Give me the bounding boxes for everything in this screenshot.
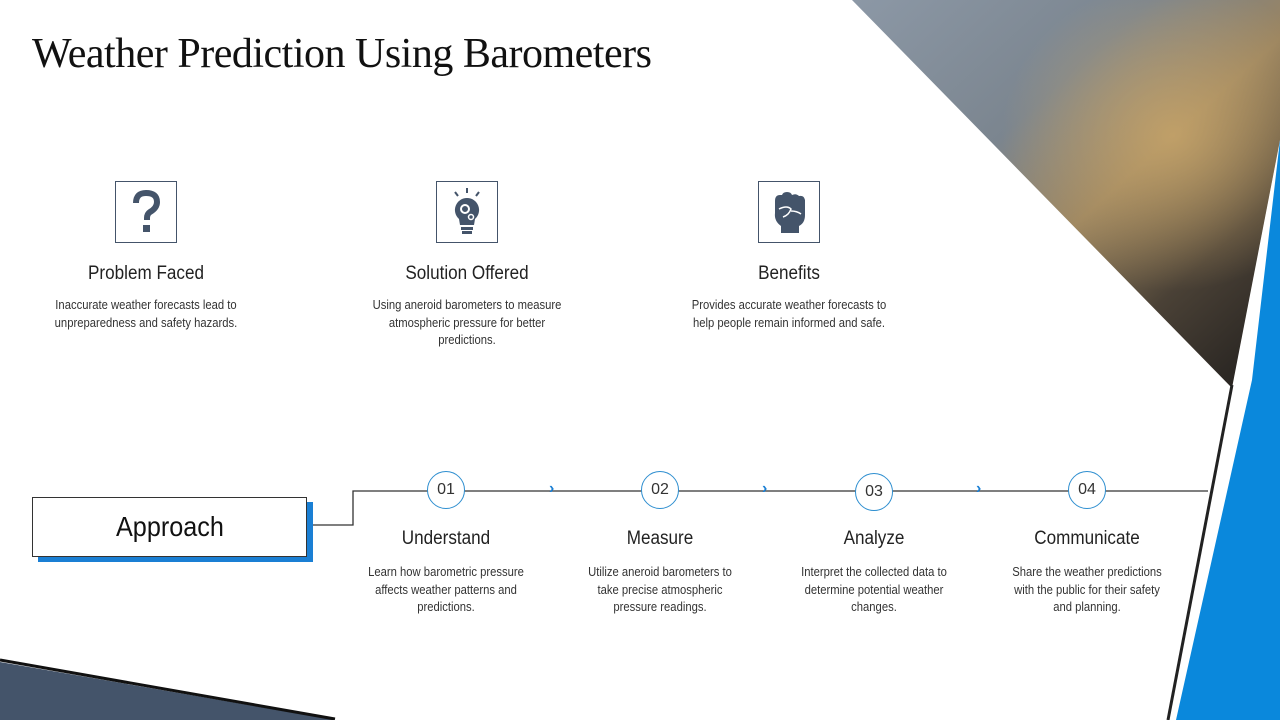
step-communicate: Communicate Share the weather prediction… (997, 528, 1177, 617)
step-heading: Communicate (1034, 528, 1140, 549)
process-connector-line (308, 490, 1208, 526)
step-heading: Analyze (843, 528, 905, 549)
card-text: Provides accurate weather forecasts to h… (691, 298, 887, 330)
chevron-right-icon: › (976, 480, 982, 497)
approach-label-box: Approach (32, 497, 307, 557)
card-text: Inaccurate weather forecasts lead to unp… (54, 298, 238, 330)
step-text: Learn how barometric pressure affects we… (368, 565, 524, 614)
step-text: Interpret the collected data to determin… (801, 565, 947, 614)
step-text: Share the weather predictions with the p… (1012, 565, 1162, 614)
step-measure: Measure Utilize aneroid barometers to ta… (570, 528, 750, 617)
chevron-right-icon: › (762, 480, 768, 497)
card-heading: Benefits (758, 263, 820, 284)
card-problem: Problem Faced Inaccurate weather forecas… (36, 181, 256, 332)
step-text: Utilize aneroid barometers to take preci… (588, 565, 732, 614)
card-text: Using aneroid barometers to measure atmo… (372, 298, 562, 347)
page-title: Weather Prediction Using Barometers (32, 31, 652, 77)
question-mark-icon (115, 181, 177, 243)
step-number-badge: 03 (855, 473, 893, 511)
step-number-badge: 01 (427, 471, 465, 509)
approach-label: Approach (115, 511, 224, 542)
card-heading: Problem Faced (88, 263, 204, 284)
card-solution: Solution Offered Using aneroid barometer… (357, 181, 577, 350)
step-heading: Measure (626, 528, 694, 549)
card-heading: Solution Offered (405, 263, 529, 284)
step-number-badge: 04 (1068, 471, 1106, 509)
blue-accent-panel (1176, 140, 1280, 720)
chevron-right-icon: › (549, 480, 555, 497)
step-understand: Understand Learn how barometric pressure… (356, 528, 536, 617)
step-heading: Understand (401, 528, 491, 549)
step-analyze: Analyze Interpret the collected data to … (784, 528, 964, 617)
step-number-badge: 02 (641, 471, 679, 509)
raised-fist-icon (758, 181, 820, 243)
lightbulb-gears-icon (436, 181, 498, 243)
card-benefits: Benefits Provides accurate weather forec… (679, 181, 899, 332)
